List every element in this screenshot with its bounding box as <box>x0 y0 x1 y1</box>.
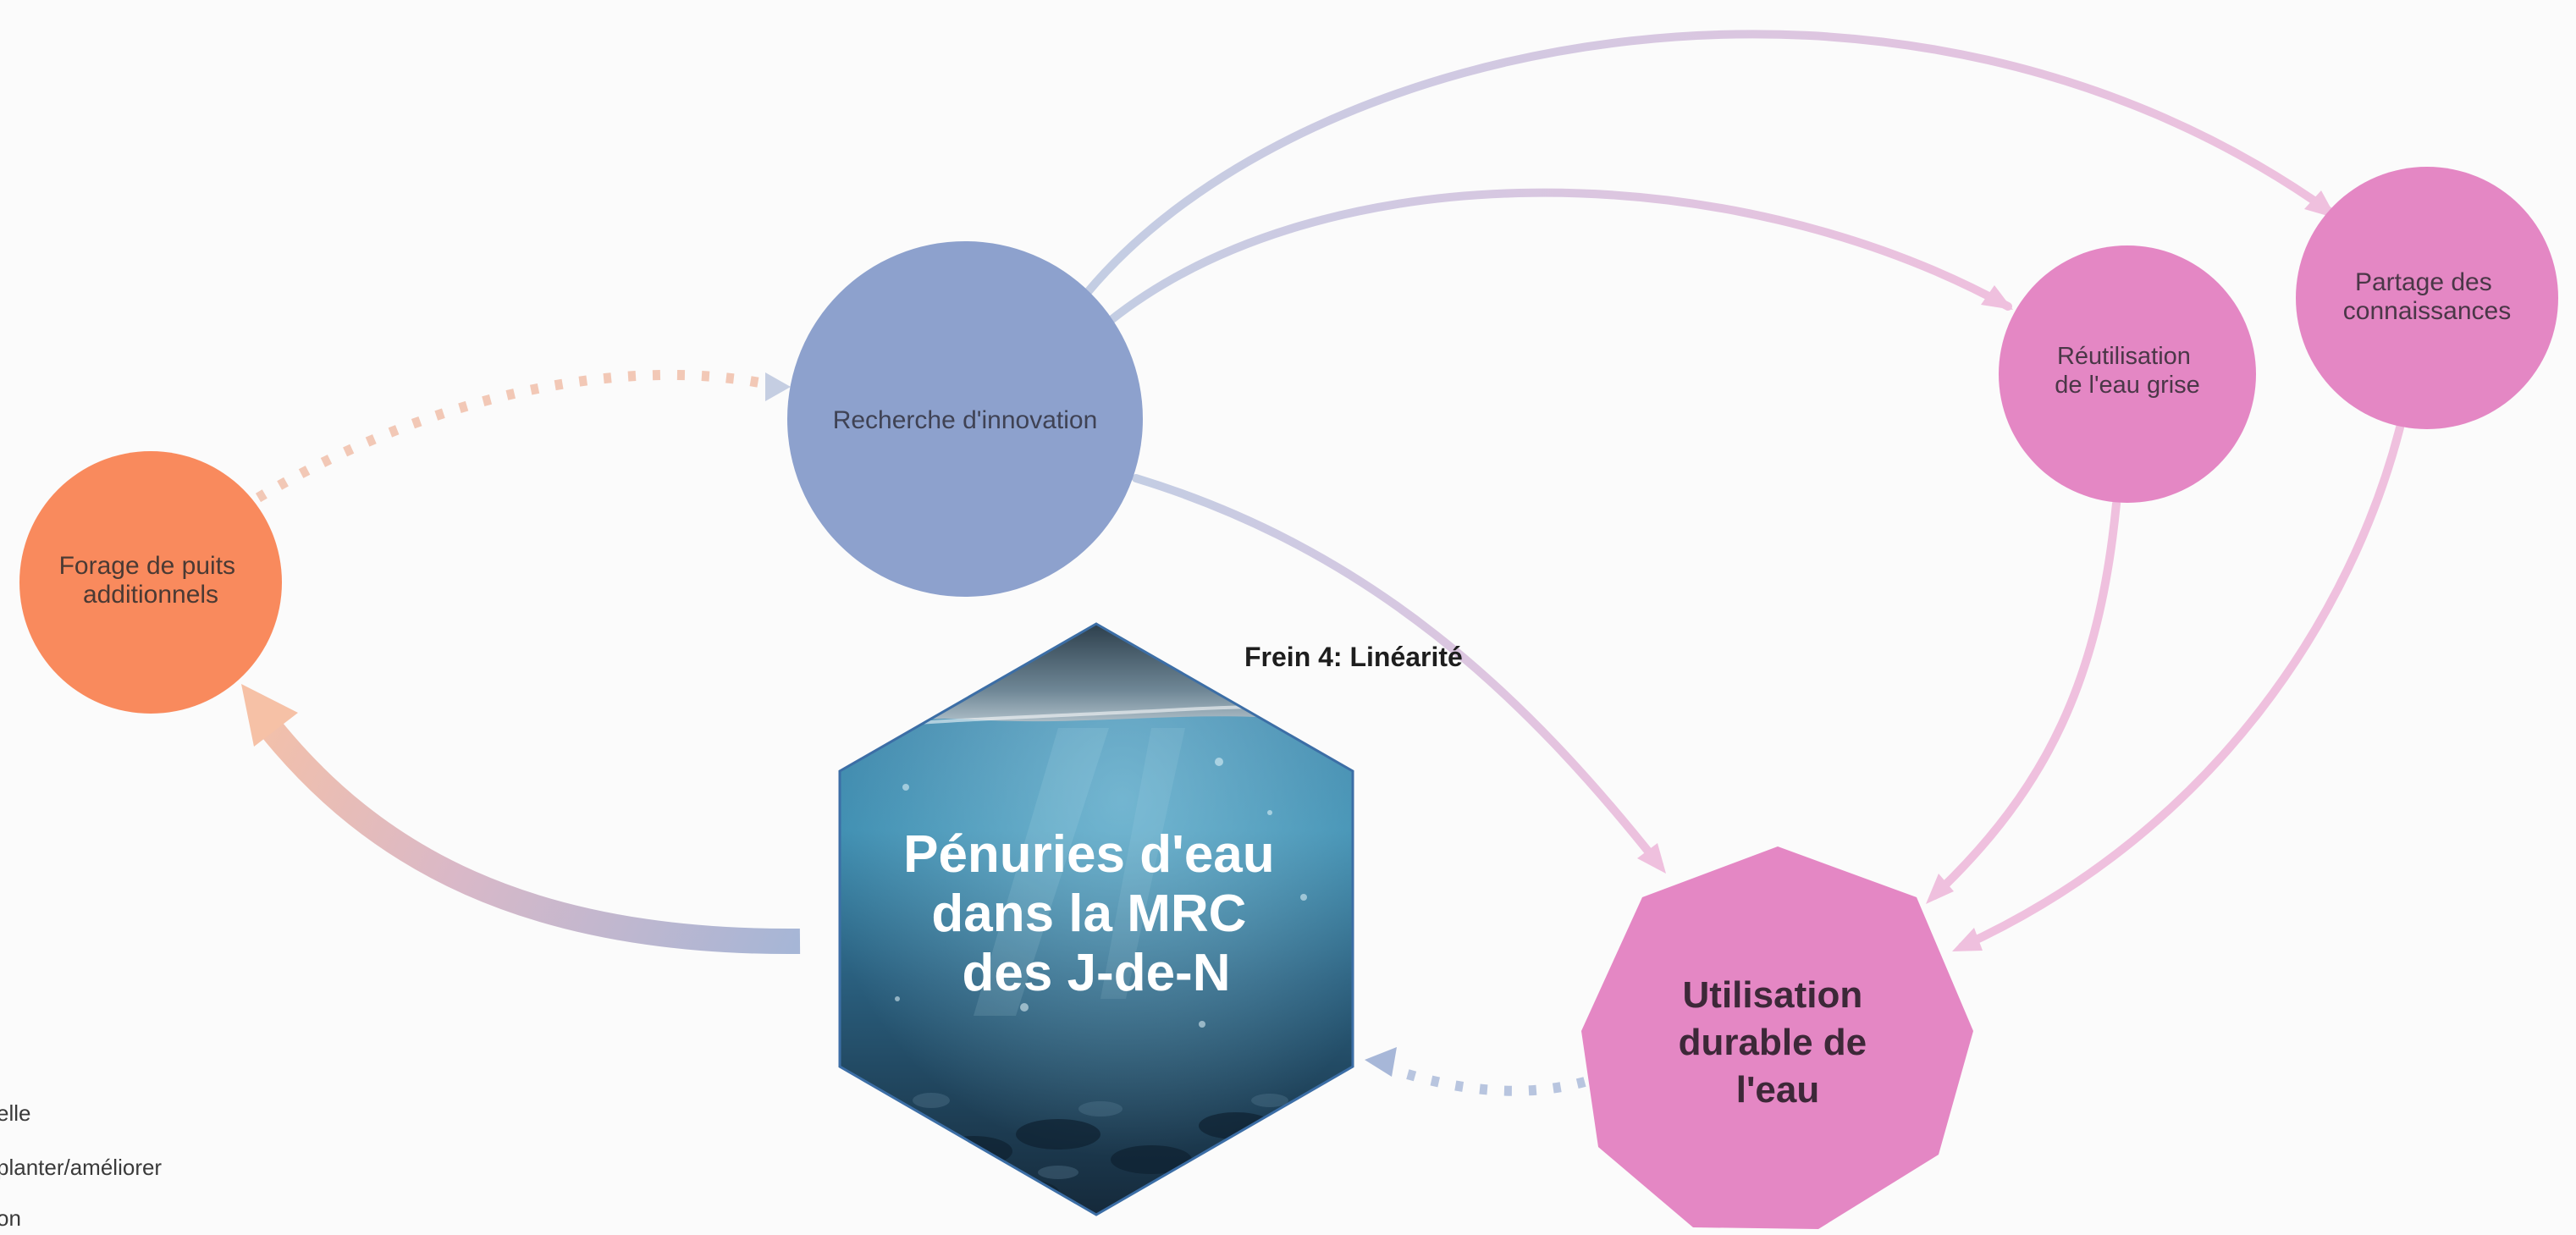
node-recherche-circle[interactable] <box>787 241 1143 597</box>
node-utilisation-label: Utilisation durable de l'eau <box>1679 974 1878 1111</box>
legend-line-1: elle <box>0 1100 31 1126</box>
node-reutilisation-label-line-2: de l'eau grise <box>2055 372 2200 399</box>
edge-recherche-utilisation-arrowhead <box>1637 843 1666 874</box>
node-partage-label: Partage des connaissances <box>2343 268 2511 325</box>
node-utilisation-shape[interactable] <box>1581 846 1973 1229</box>
node-utilisation-label-line-2: durable de <box>1679 1022 1867 1063</box>
edge-penuries-forage <box>259 718 801 955</box>
edge-reutilisation-utilisation-arrowhead <box>1926 874 1954 904</box>
node-partage-label-line-1: Partage des <box>2355 268 2492 296</box>
edge-utilisation-penuries-arrowhead <box>1365 1047 1397 1077</box>
node-forage-circle[interactable] <box>19 451 282 714</box>
node-partage-circle[interactable] <box>2296 167 2558 429</box>
edge-penuries-forage-arrowhead <box>241 684 298 747</box>
node-recherche-label-line-1: Recherche d'innovation <box>833 406 1098 434</box>
edge-recherche-reutilisation-arrowhead <box>1981 285 2013 310</box>
node-penuries-label-line-1: Pénuries d'eau <box>903 825 1275 884</box>
node-reutilisation-circle[interactable] <box>1999 245 2256 503</box>
node-penuries-label: Pénuries d'eau dans la MRC des J-de-N <box>903 825 1289 1002</box>
node-utilisation-label-line-3: l'eau <box>1736 1069 1820 1111</box>
node-reutilisation-label: Réutilisation de l'eau grise <box>2055 343 2200 399</box>
edge-recherche-partage-arrowhead <box>2304 190 2336 218</box>
edge-partage-utilisation <box>1958 423 2404 951</box>
edge-partage-utilisation-arrowhead <box>1952 928 1983 951</box>
node-penuries-label-line-3: des J-de-N <box>963 944 1231 1002</box>
node-penuries-label-line-2: dans la MRC <box>931 885 1246 943</box>
edge-recherche-utilisation <box>1132 474 1663 869</box>
node-penuries[interactable]: Pénuries d'eau dans la MRC des J-de-N <box>838 622 1354 1217</box>
edge-recherche-partage <box>1084 30 2336 296</box>
node-utilisation-label-line-1: Utilisation <box>1683 974 1863 1016</box>
edge-recherche-reutilisation <box>1105 188 2012 326</box>
node-recherche-label: Recherche d'innovation <box>833 406 1098 434</box>
edge-utilisation-penuries <box>1387 1063 1586 1096</box>
node-forage-label-line-1: Forage de puits <box>59 552 235 580</box>
legend-line-3: on <box>0 1205 21 1231</box>
edge-reutilisation-utilisation <box>1930 499 2121 900</box>
node-forage-label-line-2: additionnels <box>83 581 218 609</box>
edge-forage-recherche <box>255 369 774 503</box>
legend-line-2: planter/améliorer <box>0 1155 163 1180</box>
frein-annotation: Frein 4: Linéarité <box>1244 642 1463 672</box>
edge-forage-recherche-arrowhead <box>765 372 791 401</box>
node-partage-label-line-2: connaissances <box>2343 297 2511 325</box>
node-reutilisation-label-line-1: Réutilisation <box>2057 343 2191 370</box>
node-forage-label: Forage de puits additionnels <box>59 552 243 609</box>
